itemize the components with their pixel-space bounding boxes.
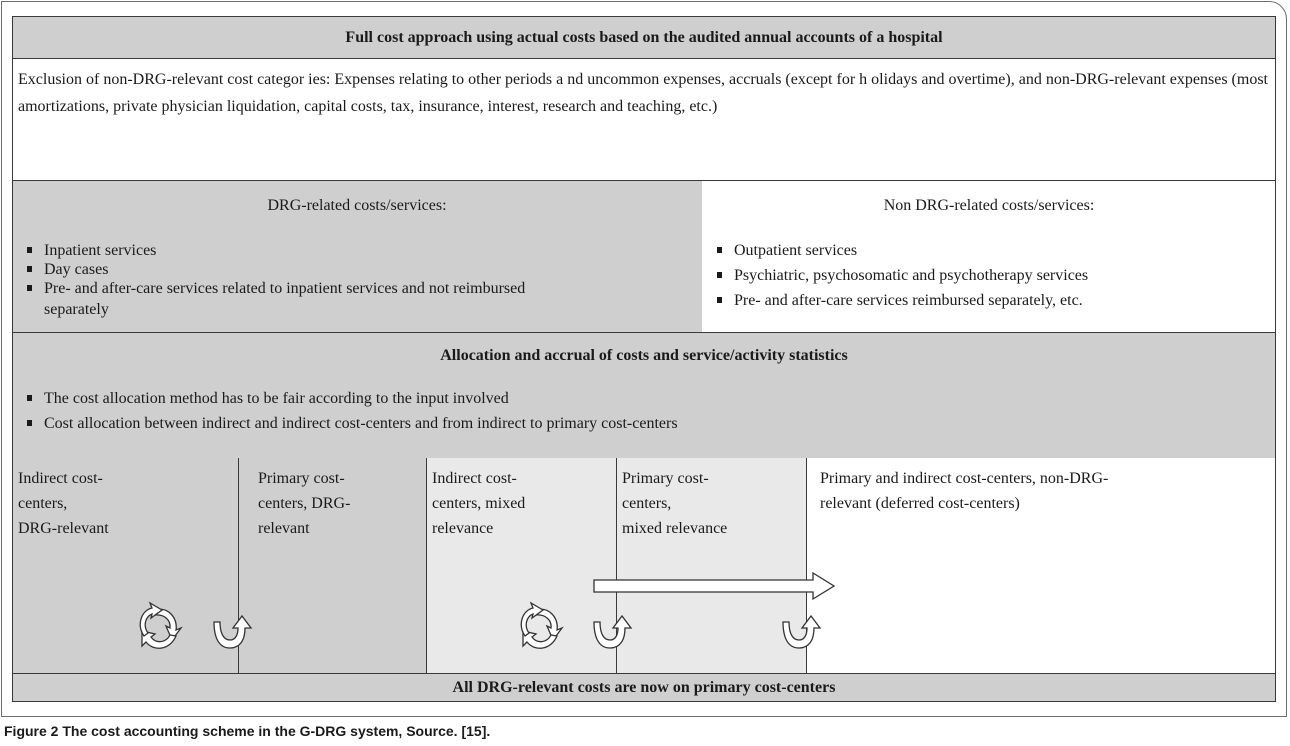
flow-icons-layer [139,571,836,649]
diagram-border [12,16,1276,702]
caption-text: The cost accounting scheme in the G-DRG … [62,723,491,739]
column-divider [238,458,239,673]
caption-label: Figure 2 [4,723,59,739]
cost-center-deferred: Primary and indirect cost-centers, non-D… [820,470,1109,512]
row-divider [12,673,1276,674]
column-divider [426,458,427,673]
right-arrow-icon [593,571,836,601]
non-drg-related-box: Non DRG-related costs/services: Outpatie… [702,180,1276,332]
drg-related-heading: DRG-related costs/services: [267,197,447,214]
non-drg-cost-centers-area [806,458,1276,673]
non-drg-related-heading: Non DRG-related costs/services: [883,197,1095,214]
drg-related-list: Inpatient services Day cases Pre- and af… [18,240,578,324]
diagram-title: Full cost approach using actual costs ba… [345,29,943,46]
non-drg-related-list: Outpatient services Psychiatric, psychos… [708,240,1268,315]
figure-frame [1,1,1287,717]
list-item: The cost allocation method has to be fai… [18,388,1218,409]
cost-center-primary-drg: Primary cost- centers, DRG- relevant [258,470,351,537]
list-item: Pre- and after-care services reimbursed … [708,290,1268,311]
list-item: Day cases [18,259,578,280]
allocation-list: The cost allocation method has to be fai… [18,388,1218,438]
list-item: Cost allocation between indirect and ind… [18,413,1218,434]
cost-center-indirect-drg: Indirect cost- centers, DRG-relevant [18,470,109,537]
list-item: Inpatient services [18,240,578,261]
list-item: Pre- and after-care services related to … [18,278,578,320]
conclusion-text: All DRG-relevant costs are now on primar… [452,679,836,696]
conclusion-band: All DRG-relevant costs are now on primar… [12,673,1276,702]
row-divider [12,180,1276,181]
cost-center-indirect-mixed: Indirect cost- centers, mixed relevance [432,470,526,537]
cost-accounting-diagram: Full cost approach using actual costs ba… [12,16,1276,702]
list-item: Outpatient services [708,240,1268,261]
figure-caption: Figure 2 The cost accounting scheme in t… [4,723,490,739]
title-band: Full cost approach using actual costs ba… [12,16,1276,58]
column-divider [616,458,617,673]
exclusion-text: Exclusion of non-DRG-relevant cost categ… [18,71,1268,115]
row-divider [12,58,1276,59]
allocation-box: Allocation and accrual of costs and serv… [12,332,1276,458]
allocation-heading: Allocation and accrual of costs and serv… [440,347,848,364]
row-divider [12,332,1276,333]
list-item: Psychiatric, psychosomatic and psychothe… [708,265,1268,286]
cost-center-primary-mixed: Primary cost- centers, mixed relevance [622,470,728,537]
column-divider [806,458,807,673]
exclusion-box: Exclusion of non-DRG-relevant cost categ… [12,58,1276,180]
drg-related-box: DRG-related costs/services: Inpatient se… [12,180,702,332]
